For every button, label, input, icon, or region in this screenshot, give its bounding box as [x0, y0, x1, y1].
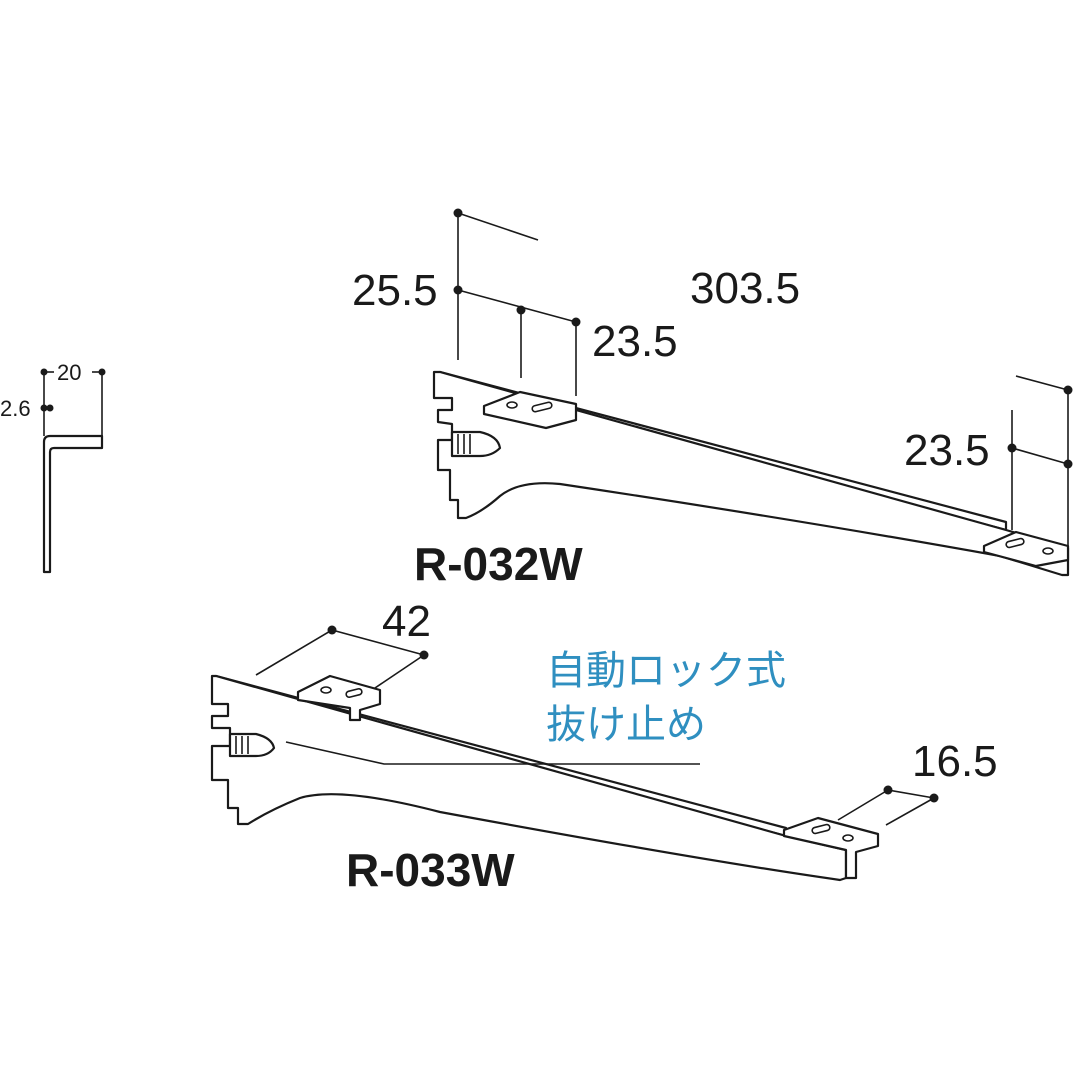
r033w-dim-end: 16.5: [912, 737, 998, 786]
r033w-body: [210, 674, 848, 882]
r032w-dim-top: 25.5: [352, 266, 438, 315]
r032w-dim-length: 303.5: [690, 264, 800, 313]
profile-width-label: 20: [57, 360, 81, 385]
r032w-rear-tab: [982, 530, 1070, 568]
profile-l-shape: [42, 434, 104, 574]
r033w-dim-plate: 42: [382, 597, 431, 646]
r033w-model-label: R-033W: [346, 844, 515, 896]
note-line-1: 自動ロック式: [546, 648, 786, 694]
bracket-r032w: 25.5 303.5 23.5 23.5 R-032W: [352, 208, 1073, 590]
r033w-front-tab: [296, 674, 382, 722]
bracket-r033w: 42 16.5 R-033W: [210, 597, 998, 896]
r032w-model-label: R-032W: [414, 538, 583, 590]
r032w-dim-end: 23.5: [904, 426, 990, 475]
r033w-rear-tab: [782, 816, 880, 880]
profile-section: 20 2.6: [0, 360, 106, 574]
note-line-2: 抜け止め: [546, 702, 706, 748]
r032w-body: [432, 370, 1070, 577]
note-leader-line: [285, 741, 700, 765]
r032w-dim-slot: 23.5: [592, 317, 678, 366]
profile-thickness-label: 2.6: [0, 396, 31, 421]
r032w-front-tab: [482, 390, 578, 430]
auto-lock-note: 自動ロック式 抜け止め: [546, 648, 786, 748]
r033w-lock-latch: [228, 732, 276, 758]
